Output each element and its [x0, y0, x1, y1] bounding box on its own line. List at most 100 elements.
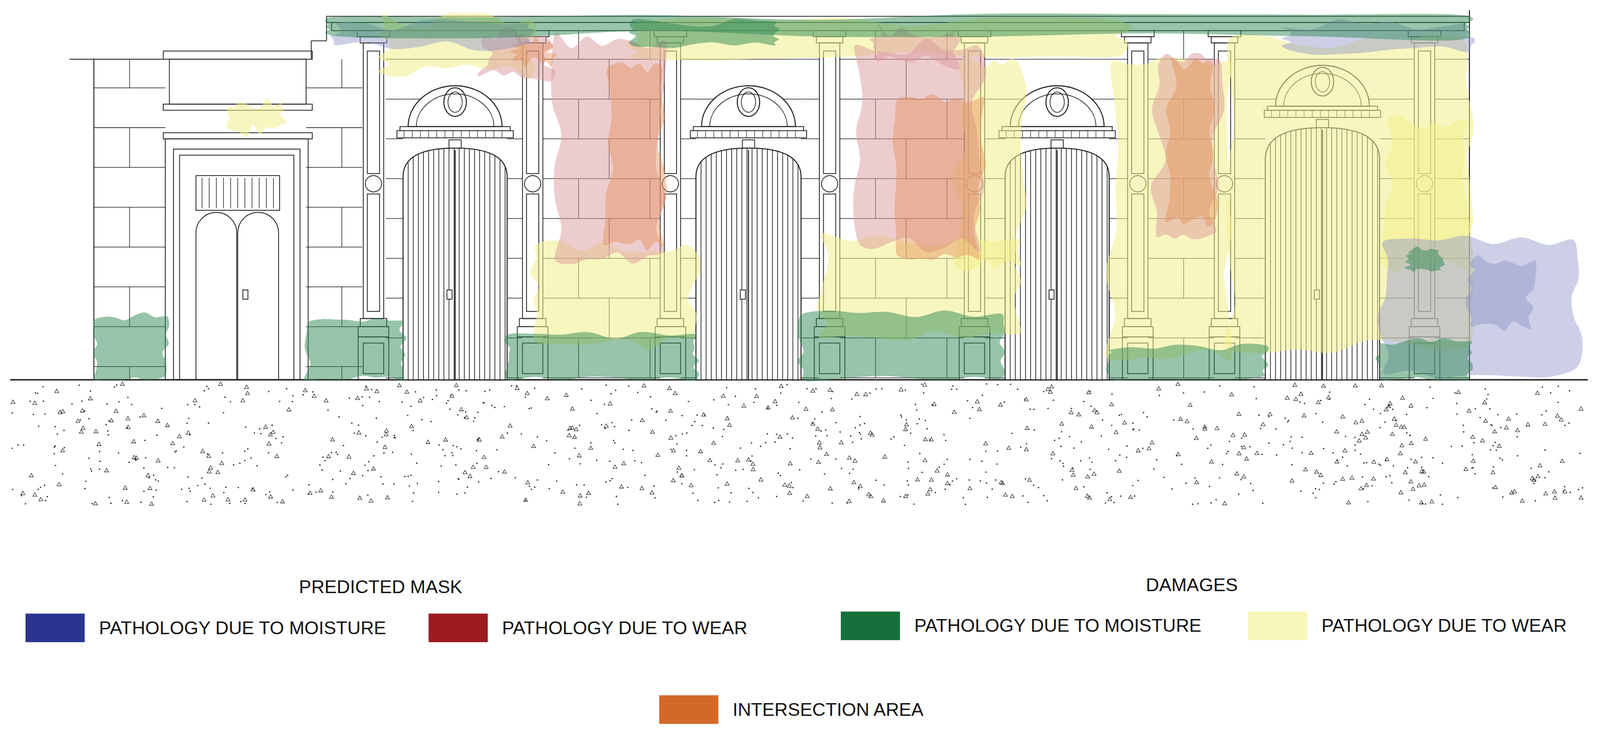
aggregate: [457, 414, 459, 416]
aggregate: [893, 436, 895, 438]
aggregate: [1236, 411, 1241, 416]
keystone: [742, 139, 755, 149]
aggregate: [1110, 495, 1113, 498]
aggregate: [385, 495, 390, 499]
aggregate: [40, 486, 42, 488]
aggregate: [1541, 386, 1544, 389]
aggregate: [568, 458, 570, 460]
aggregate: [1053, 439, 1056, 441]
aggregate: [735, 469, 737, 471]
aggregate: [1089, 468, 1091, 471]
aggregate: [253, 432, 256, 434]
aggregate: [1499, 457, 1501, 460]
aggregate: [229, 400, 232, 403]
door-plank: [443, 148, 444, 380]
aggregate: [126, 427, 129, 429]
door-handle: [242, 289, 248, 300]
aggregate: [93, 429, 98, 433]
aggregate: [1197, 503, 1199, 505]
aggregate: [1394, 422, 1399, 427]
aggregate: [157, 480, 159, 482]
aggregate: [1149, 440, 1154, 444]
door-plank: [499, 148, 501, 380]
aggregate: [165, 422, 170, 427]
aggregate: [798, 401, 800, 403]
aggregate: [503, 405, 505, 408]
aggregate: [1392, 464, 1395, 467]
grille-bar: [244, 177, 245, 209]
aggregate: [904, 422, 909, 426]
moisture-damage: [92, 312, 170, 381]
bed-joint: [385, 258, 403, 259]
aggregate: [246, 448, 249, 450]
arched-door: [403, 148, 508, 380]
aggregate: [1080, 440, 1083, 443]
bed-joint: [506, 138, 523, 139]
oculus: [447, 91, 462, 113]
aggregate: [1462, 424, 1465, 426]
aggregate: [1537, 463, 1542, 467]
legend-heading: DAMAGES: [1145, 575, 1238, 595]
aggregate: [650, 490, 655, 494]
aggregate: [460, 447, 462, 450]
aggregate: [285, 476, 287, 478]
aggregate: [1329, 391, 1331, 394]
aggregate: [853, 458, 857, 462]
grille-bar: [251, 177, 253, 209]
dentil: [738, 130, 739, 138]
aggregate: [575, 483, 578, 486]
aggregate: [1019, 446, 1022, 448]
dentil: [412, 130, 413, 138]
aggregate: [986, 482, 988, 484]
aggregate: [977, 407, 982, 411]
aggregate: [167, 466, 169, 469]
aggregate: [644, 474, 646, 477]
dentil: [1087, 130, 1089, 138]
aggregate: [934, 491, 937, 494]
aggregate: [1423, 436, 1428, 440]
aggregate: [1183, 392, 1185, 394]
aggregate: [12, 488, 14, 491]
aggregate: [123, 485, 128, 489]
aggregate: [1120, 413, 1123, 416]
dentil: [1046, 130, 1048, 138]
aggregate: [1291, 463, 1293, 466]
legend-text: INTERSECTION AREA: [732, 700, 924, 719]
grille-bar: [208, 177, 210, 209]
aggregate: [515, 385, 520, 390]
aggregate: [1298, 392, 1303, 396]
aggregate: [368, 460, 370, 463]
aggregate: [712, 427, 715, 429]
aggregate: [1126, 445, 1128, 447]
door-plank: [453, 148, 455, 380]
aggregate: [357, 495, 362, 500]
moisture-damage: [628, 18, 780, 48]
aggregate: [1578, 452, 1581, 455]
aggregate: [1314, 469, 1319, 474]
aggregate: [1506, 416, 1511, 420]
aggregate: [32, 492, 37, 497]
aggregate: [1076, 412, 1081, 416]
aggregate: [1318, 488, 1320, 490]
aggregate: [37, 488, 40, 490]
aggregate: [921, 471, 923, 474]
aggregate: [1489, 448, 1491, 451]
aggregate: [139, 416, 141, 418]
aggregate: [11, 447, 14, 449]
aggregate: [724, 481, 729, 485]
door-plank: [504, 148, 506, 380]
aggregate: [588, 445, 593, 450]
aggregate: [1178, 416, 1183, 420]
aggregate: [1240, 478, 1242, 481]
aggregate: [1422, 469, 1425, 471]
aggregate: [210, 493, 215, 498]
aggregate: [1515, 413, 1518, 416]
aggregate: [750, 461, 755, 466]
aggregate: [530, 488, 533, 490]
aggregate: [107, 430, 109, 432]
aggregate: [670, 448, 672, 451]
aggregate: [1409, 434, 1411, 437]
aggregate: [188, 487, 191, 489]
aggregate: [201, 477, 203, 479]
aggregate: [154, 479, 157, 481]
